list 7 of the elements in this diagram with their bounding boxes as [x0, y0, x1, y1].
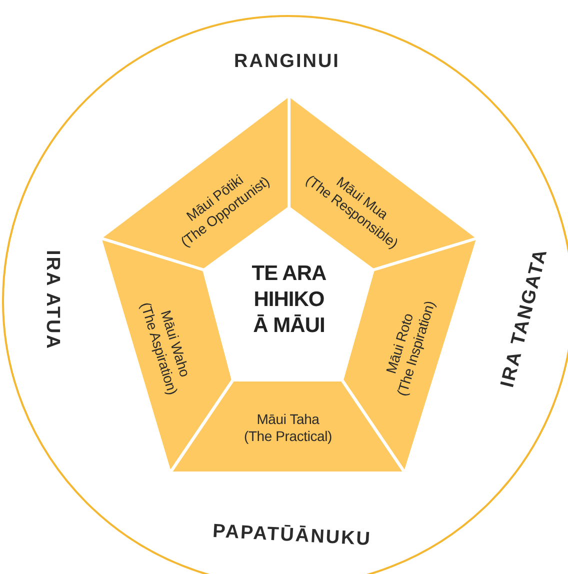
ring-label: RANGINUI: [234, 51, 340, 73]
center-title: TE ARA HIHIKO Ā MĀUI: [245, 261, 333, 339]
ring-label: PAPATŪĀNUKU: [212, 520, 372, 552]
segment-name: Māui Taha: [256, 411, 320, 428]
outer-circle: [2, 15, 568, 574]
ring-label: IRA ATUA: [41, 250, 63, 350]
segment-subtitle: (The Practical): [244, 428, 332, 445]
